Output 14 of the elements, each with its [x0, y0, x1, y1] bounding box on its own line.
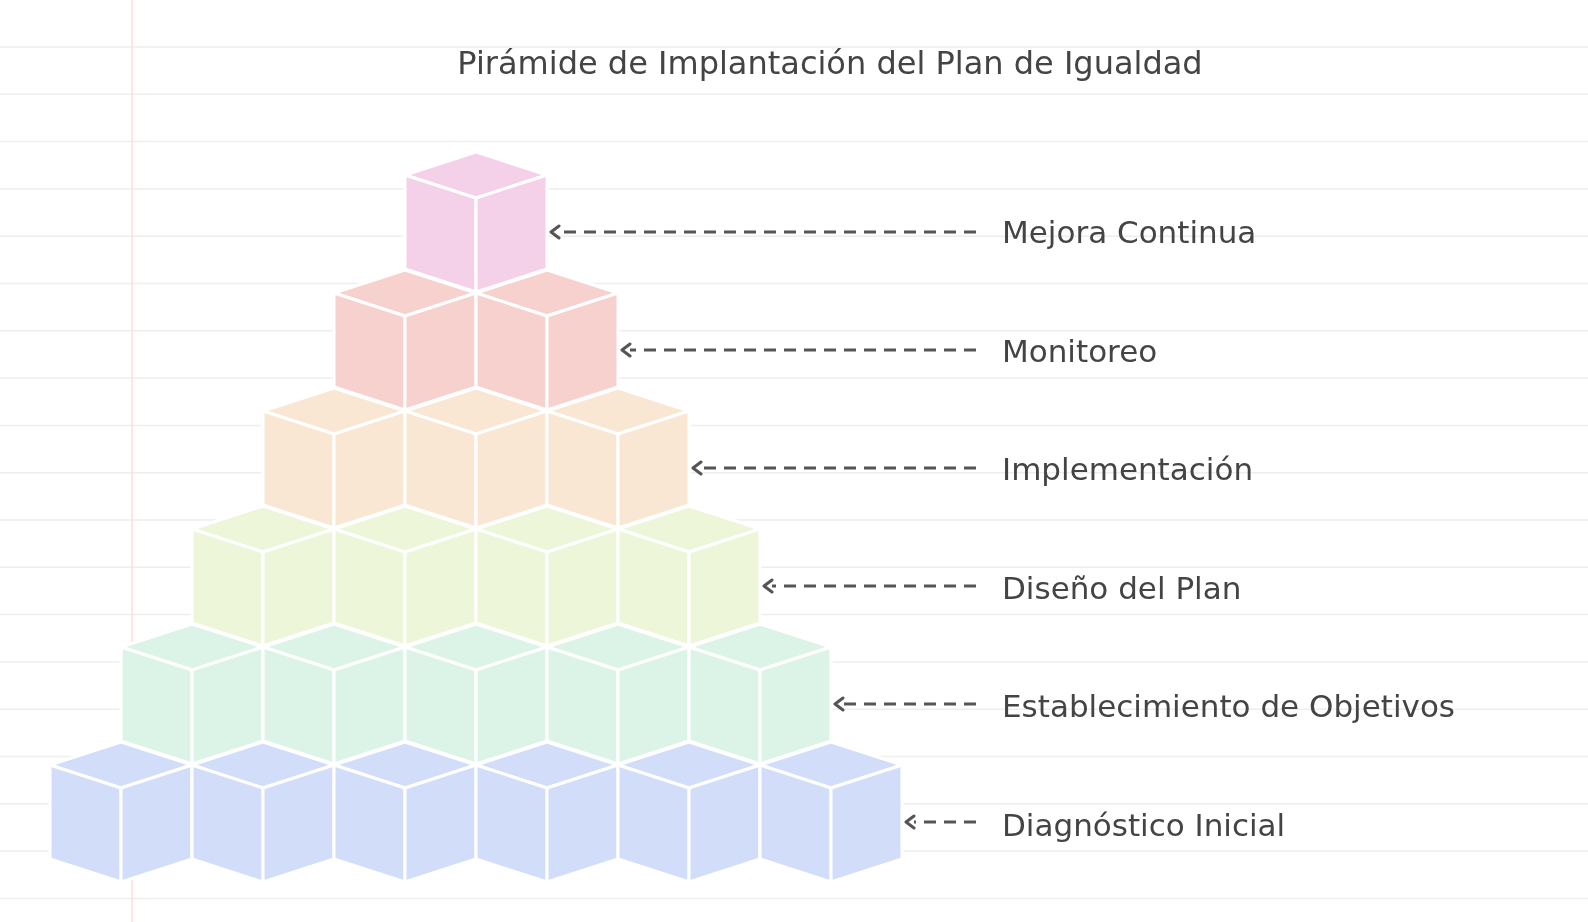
- stage-label: Monitoreo: [1002, 331, 1158, 371]
- stage-label: Implementación: [1002, 449, 1254, 489]
- stage-label: Establecimiento de Objetivos: [1002, 686, 1455, 726]
- cube-row-drawing: [48, 740, 904, 884]
- stage-label: Diseño del Plan: [1002, 568, 1242, 608]
- stage-label: Diagnóstico Inicial: [1002, 805, 1286, 845]
- leader-arrow: [691, 460, 976, 476]
- stage-label: Mejora Continua: [1002, 212, 1257, 252]
- diagram-title: Pirámide de Implantación del Plan de Igualdad: [456, 44, 1204, 82]
- leader-arrow: [833, 696, 976, 712]
- leader-arrow: [904, 814, 976, 830]
- leader-arrow: [620, 342, 976, 358]
- leader-arrow: [762, 578, 976, 594]
- leader-arrow: [549, 224, 976, 240]
